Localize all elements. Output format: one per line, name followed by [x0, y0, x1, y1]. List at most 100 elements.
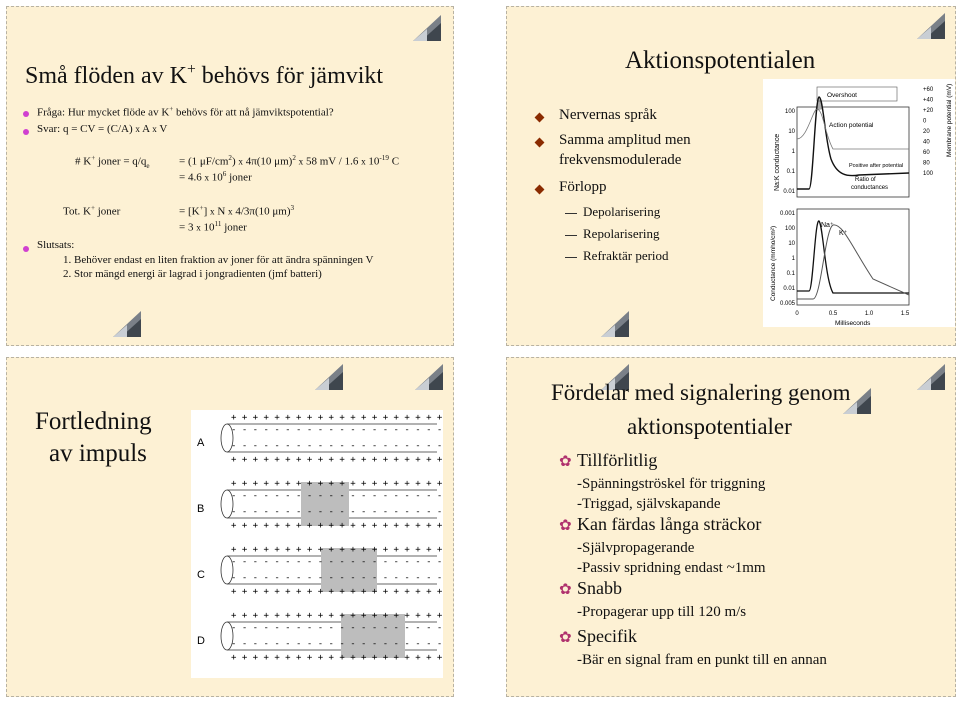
bullet: [534, 184, 545, 195]
flower-bullet-icon: ✿: [559, 580, 572, 598]
total-rhs: = [K+] x N x 4/3π(10 μm)3: [179, 204, 295, 218]
conductance-tick-label: 10: [788, 241, 795, 247]
equation-result: = 4.6 x 106 joner: [179, 170, 252, 184]
conductance-tick-label: 0.005: [780, 301, 796, 307]
slide-impulse-conduction: Fortledning av impuls A+ + + + + + + + +…: [6, 357, 454, 697]
equation-lhs: # K+ joner = q/qe: [75, 154, 150, 170]
answer-line: Svar: q = CV = (C/A) x A x V: [37, 123, 168, 135]
action-potential-figure: Na:K conductance Conductance (mmho/cm²) …: [763, 79, 955, 327]
axon-row: C + + + + + + + + + + + + + + + + + + + +…: [197, 545, 443, 597]
slide-title: Små flöden av K+ behövs för jämvikt: [25, 61, 384, 89]
label-action-potential: Action potential: [829, 122, 874, 129]
charge-row: - - - - - - - - - - - - - - - - - - - - …: [231, 507, 443, 517]
slide-title: Aktionspotentialen: [625, 47, 816, 74]
corner-ornament: [595, 360, 635, 396]
bullet-text: Förlopp: [559, 179, 607, 195]
advantage-detail: -Bär en signal fram en punkt till en ann…: [577, 652, 827, 668]
label-k: K⁺: [839, 230, 848, 237]
mv-tick-label: 60: [923, 150, 930, 156]
conductance-tick-label: 0.1: [787, 271, 796, 277]
depolarized-region: [321, 548, 377, 592]
panel-label: C: [197, 569, 205, 581]
advantage-heading: Kan färdas långa sträckor: [577, 514, 762, 534]
corner-ornament: [409, 360, 449, 396]
corner-ornament: [309, 360, 349, 396]
mv-tick-label: 20: [923, 129, 930, 135]
corner-ornament: [107, 307, 147, 343]
charge-row: - - - - - - - - - - - - - - - - - - - - …: [231, 441, 443, 451]
x-tick-label: 1.5: [901, 311, 910, 317]
advantage-detail: -Spänningströskel för triggning: [577, 476, 766, 492]
mv-tick-label: 40: [923, 140, 930, 146]
corner-ornament: [837, 384, 877, 420]
conclusion-2: 2. Stor mängd energi är lagrad i jongrad…: [63, 268, 322, 280]
conclusion-1: 1. Behöver endast en liten fraktion av j…: [63, 254, 374, 266]
charge-row: - - - - - - - - - - - - - - - - - - - - …: [231, 425, 443, 435]
advantage-heading: Specifik: [577, 626, 637, 646]
total-result: = 3 x 1011 joner: [179, 220, 247, 234]
slide-title-line-1: Fördelar med signalering genom: [551, 380, 851, 405]
x-tick-label: 0: [795, 311, 799, 317]
depolarized-region: [341, 614, 405, 658]
ratio-tick-label: 0.01: [783, 189, 795, 195]
bullet-text: Samma amplitud men: [559, 132, 691, 148]
flower-bullet-icon: ✿: [559, 628, 572, 646]
slide-title-line-1: Fortledning: [35, 408, 152, 435]
sub-item: Refraktär period: [583, 248, 669, 263]
axon-row: B + + + + + + + + + + + + + + + + + + + +…: [197, 479, 443, 531]
ratio-tick-label: 10: [788, 129, 795, 135]
ratio-tick-label: 100: [785, 109, 796, 115]
advantage-detail: -Triggad, självskapande: [577, 496, 721, 512]
slide-title-line-2: aktionspotentialer: [627, 414, 792, 439]
bullet: [23, 129, 29, 135]
mv-tick-label: +60: [923, 87, 934, 93]
charge-row: + + + + + + + + + + + + + + + + + + + + …: [231, 545, 443, 555]
depolarized-region: [301, 482, 349, 526]
corner-ornament: [911, 9, 951, 45]
conductance-tick-label: 0.01: [783, 286, 795, 292]
axis-label-ratio: Na:K conductance: [774, 134, 781, 191]
mv-tick-label: 0: [923, 119, 927, 125]
bullet-text: Nervernas språk: [559, 107, 657, 123]
charge-row: - - - - - - - - - - - - - - - - - - - - …: [231, 639, 443, 649]
bullet-text: frekvensmodulerade: [559, 152, 682, 168]
panel-label: D: [197, 635, 205, 647]
x-tick-label: 1.0: [865, 311, 874, 317]
label-overshoot: Overshoot: [827, 92, 857, 99]
label-positive-after: Positive after potential: [849, 163, 903, 169]
slide-k-flow: Små flöden av K+ behövs för jämvikt Fråg…: [6, 6, 454, 346]
charge-row: + + + + + + + + + + + + + + + + + + + + …: [231, 611, 443, 621]
mv-tick-label: +40: [923, 98, 934, 104]
charge-row: - - - - - - - - - - - - - - - - - - - - …: [231, 491, 443, 501]
conductance-tick-label: 1: [792, 256, 796, 262]
sub-dash: [565, 257, 577, 258]
mv-tick-label: 100: [923, 171, 934, 177]
slide-action-potential: Aktionspotentialen Nervernas språk Samma…: [506, 6, 956, 346]
mv-tick-label: +20: [923, 108, 934, 114]
flower-bullet-icon: ✿: [559, 516, 572, 534]
equation-rhs: = (1 μF/cm2) x 4π(10 μm)2 x 58 mV / 1.6 …: [179, 154, 400, 168]
panel-label: B: [197, 503, 204, 515]
ratio-tick-label: 1: [792, 149, 796, 155]
sub-item: Repolarisering: [583, 226, 660, 241]
charge-row: + + + + + + + + + + + + + + + + + + + + …: [231, 521, 443, 531]
bullet: [23, 111, 29, 117]
bullet: [534, 137, 545, 148]
advantage-heading: Snabb: [577, 578, 622, 598]
charge-row: + + + + + + + + + + + + + + + + + + + + …: [231, 413, 443, 423]
advantage-detail: -Självpropagerande: [577, 540, 695, 556]
charge-row: + + + + + + + + + + + + + + + + + + + + …: [231, 587, 443, 597]
label-ratio-1: Ratio of: [855, 177, 876, 183]
slide-title-line-2: av impuls: [49, 440, 147, 467]
charge-row: - - - - - - - - - - - - - - - - - - - - …: [231, 557, 443, 567]
conductance-tick-label: 100: [785, 226, 796, 232]
slide-advantages: Fördelar med signalering genom aktionspo…: [506, 357, 956, 697]
axis-label-conductance: Conductance (mmho/cm²): [770, 226, 777, 301]
advantage-heading: Tillförlitlig: [577, 450, 658, 470]
advantage-detail: -Propagerar upp till 120 m/s: [577, 604, 747, 620]
x-axis-label: Milliseconds: [835, 320, 871, 327]
mv-tick-label: 80: [923, 161, 930, 167]
charge-row: - - - - - - - - - - - - - - - - - - - - …: [231, 623, 443, 633]
axis-label-membrane-potential: Membrane potential (mV): [946, 84, 953, 157]
label-ratio-2: conductances: [851, 185, 888, 191]
